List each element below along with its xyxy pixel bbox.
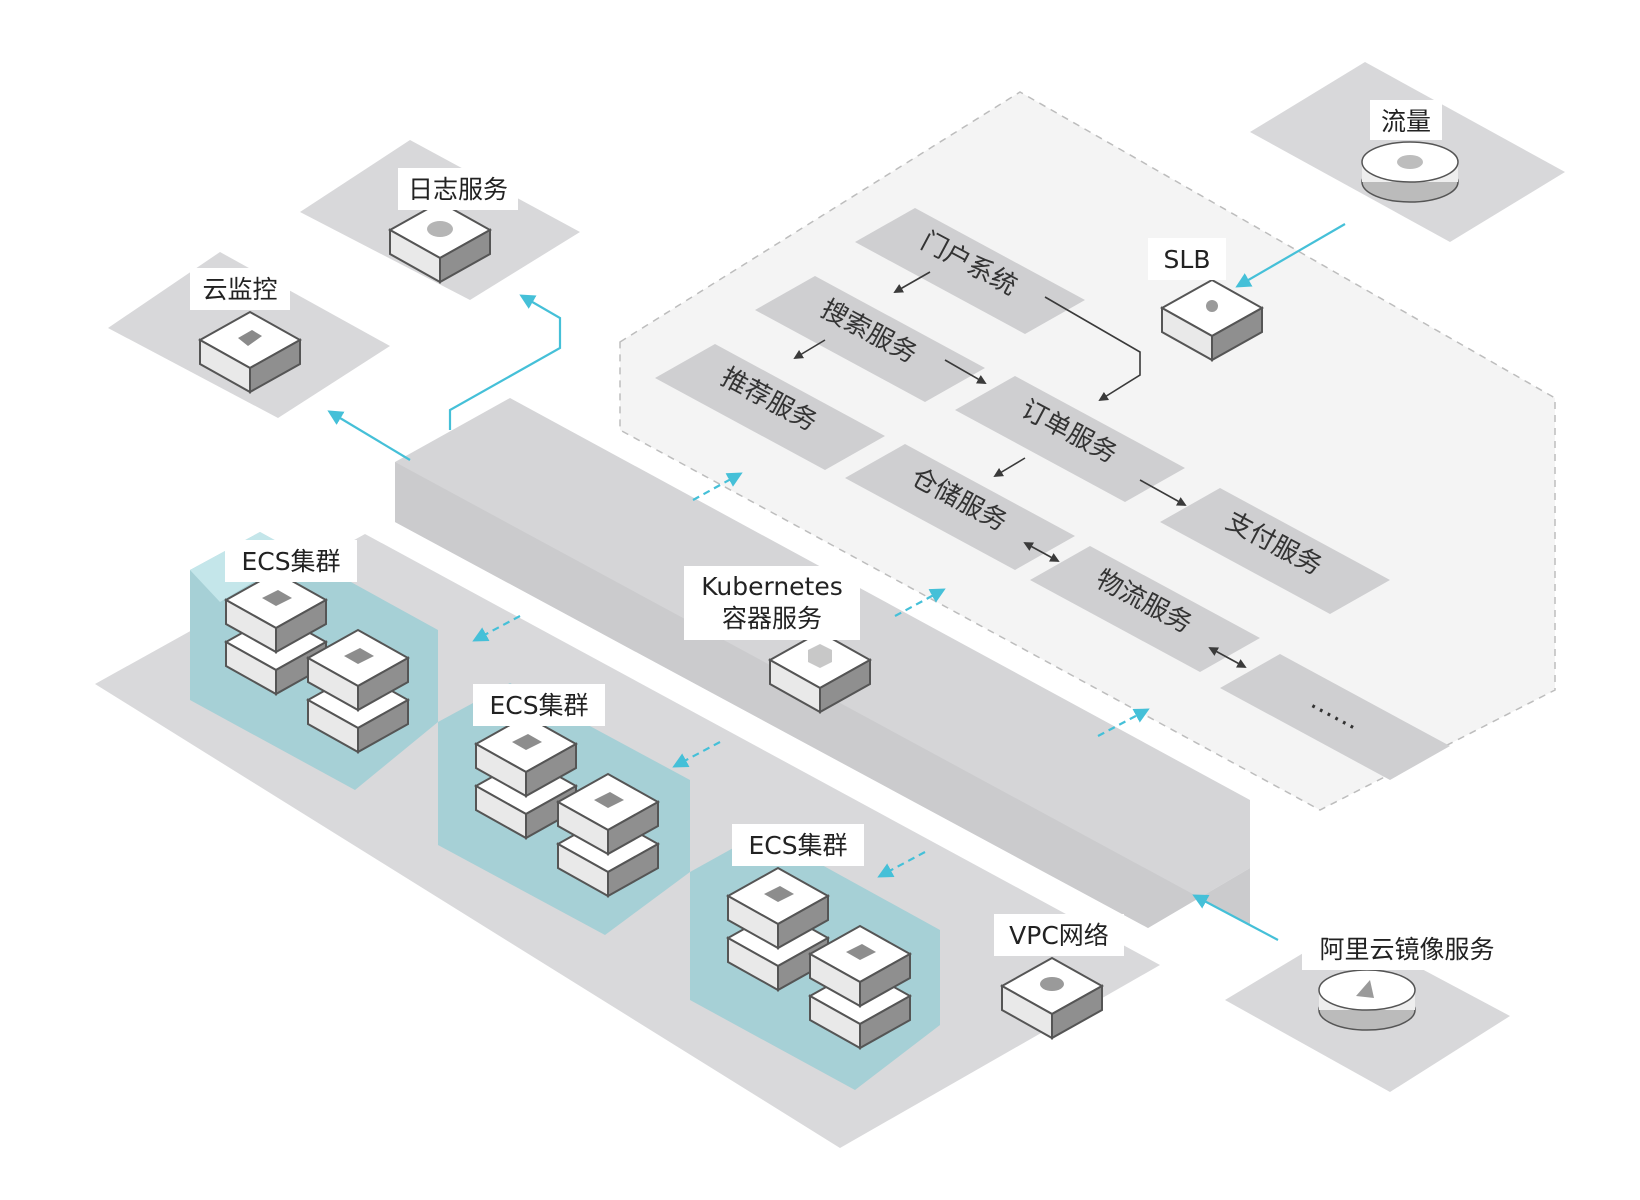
cloud-monitor-box [197, 310, 303, 394]
server-icon [594, 792, 624, 808]
cloud-monitor-label: 云监控 [202, 275, 277, 304]
slb-label-box: SLB [1148, 238, 1226, 280]
monitoring-arrows [327, 294, 562, 461]
image-service-device [1318, 969, 1416, 1031]
vpc-box [999, 956, 1105, 1040]
image-service-arrow [1192, 894, 1279, 941]
ecs-cluster-label-box-1: ECS集群 [225, 540, 357, 582]
ecs-cluster-label-1: ECS集群 [241, 547, 340, 576]
server-icon [344, 648, 374, 664]
kubernetes-label-line2: 容器服务 [722, 604, 822, 633]
traffic-icon [1397, 155, 1423, 169]
log-icon [427, 221, 453, 237]
kubernetes-box [767, 630, 873, 714]
log-service-box [387, 200, 493, 284]
server-stack-1b [305, 628, 411, 754]
slb-box [1159, 278, 1265, 362]
traffic-device [1361, 141, 1459, 203]
monitor-icon [238, 330, 262, 346]
kubernetes-icon [808, 644, 832, 668]
kubernetes-label-box: Kubernetes 容器服务 [684, 566, 860, 640]
ecs-cluster-label-2: ECS集群 [489, 691, 588, 720]
ecs-servers-1 [223, 570, 411, 754]
ecs-servers-3 [725, 866, 913, 1050]
traffic-to-slb-arrow [1235, 223, 1346, 288]
server-stack-3b [807, 924, 913, 1050]
server-icon [512, 734, 542, 750]
cloud-monitor-label-box: 云监控 [190, 268, 290, 310]
server-stack-2b [555, 772, 661, 898]
service-arrows [793, 271, 1247, 668]
vpc-label-box: VPC网络 [994, 914, 1124, 956]
dashed-link-arrows [472, 472, 1150, 878]
ecs-servers-2 [473, 714, 661, 898]
ecs-cluster-label-box-3: ECS集群 [732, 824, 864, 866]
traffic-label: 流量 [1381, 107, 1431, 136]
server-icon [262, 590, 292, 606]
image-icon [1356, 980, 1374, 998]
slb-label: SLB [1164, 245, 1211, 274]
server-icon [846, 944, 876, 960]
traffic-label-box: 流量 [1370, 100, 1442, 140]
log-service-label: 日志服务 [408, 175, 508, 204]
image-service-label: 阿里云镜像服务 [1319, 935, 1494, 964]
server-stack-2a [473, 714, 579, 840]
slb-icon [1206, 300, 1218, 312]
cloud-icon [1040, 977, 1064, 991]
server-icon [764, 886, 794, 902]
ecs-cluster-label-box-2: ECS集群 [473, 684, 605, 726]
image-service-label-box: 阿里云镜像服务 [1302, 928, 1512, 970]
ecs-cluster-label-3: ECS集群 [748, 831, 847, 860]
log-service-label-box: 日志服务 [398, 168, 518, 210]
vpc-label: VPC网络 [1009, 921, 1109, 950]
kubernetes-label-line1: Kubernetes [701, 572, 843, 601]
